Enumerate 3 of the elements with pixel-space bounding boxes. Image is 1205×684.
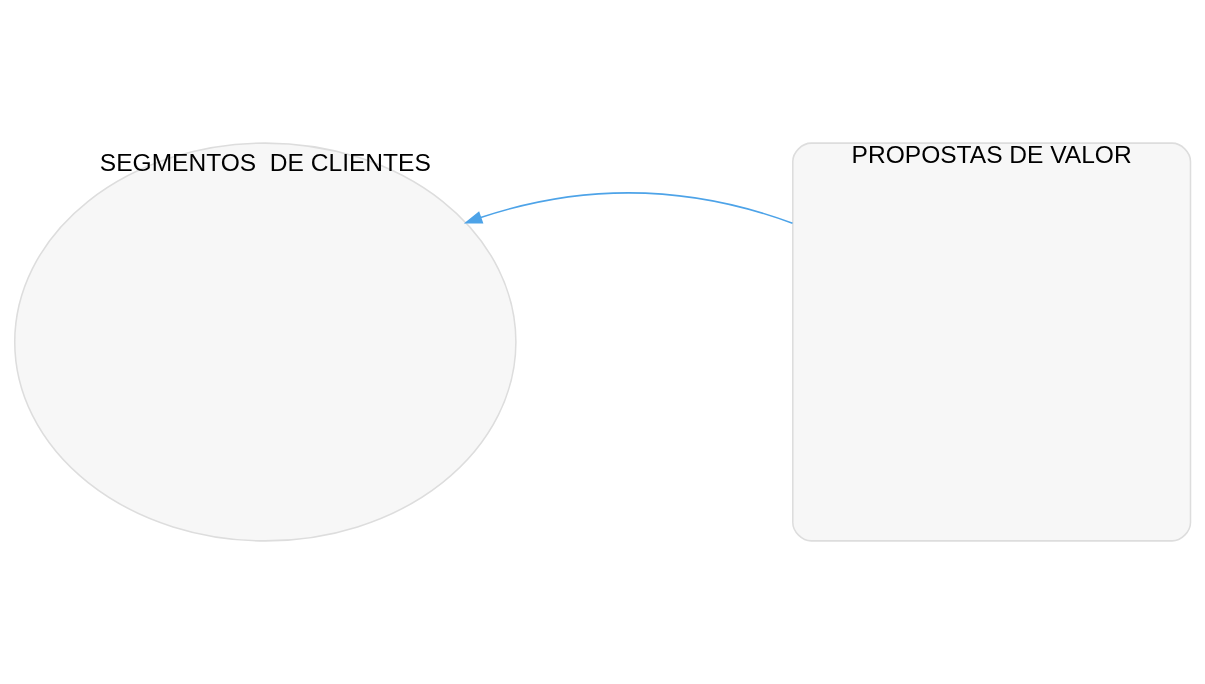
node-ellipse: SEGMENTOS DE CLIENTES (13, 142, 517, 542)
node-box: PROPOSTAS DE VALOR (792, 142, 1192, 542)
arrow (463, 192, 794, 225)
